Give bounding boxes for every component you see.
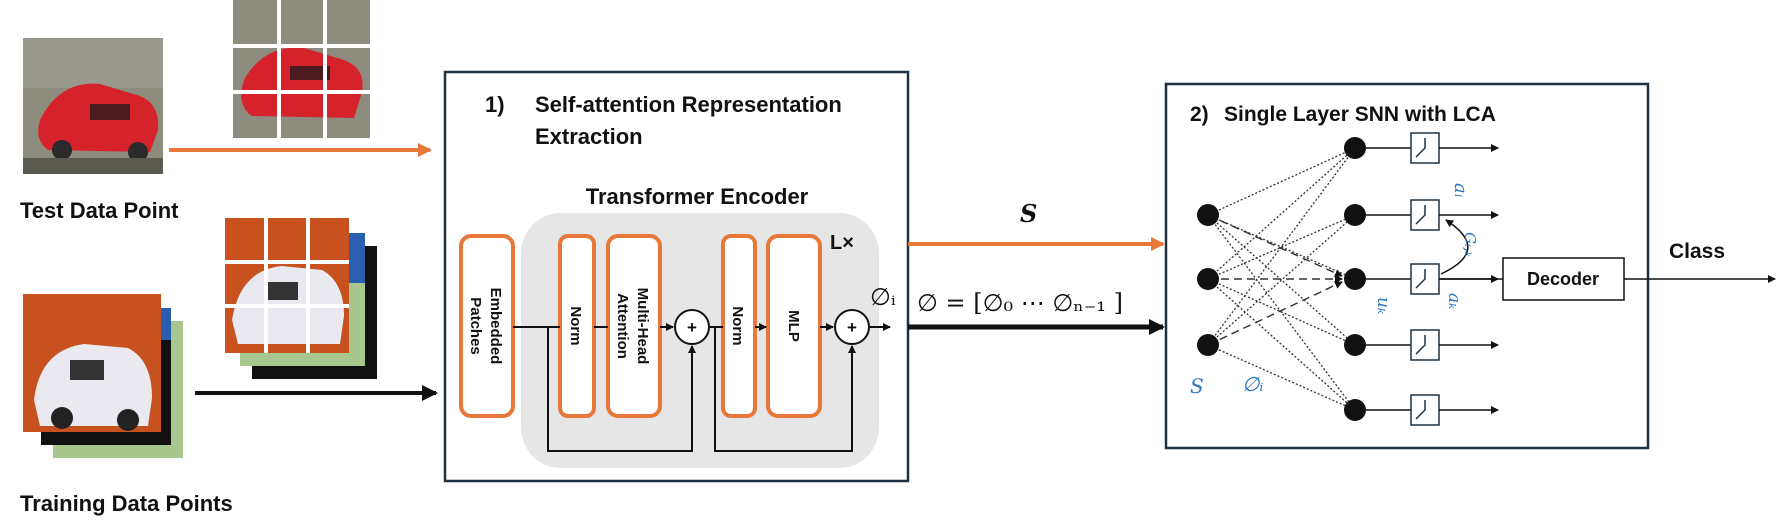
input-neuron [1197, 334, 1219, 356]
snn-s-label: S [1190, 374, 1204, 398]
encoder-title: Transformer Encoder [586, 184, 809, 209]
repeat-label: L× [830, 232, 854, 254]
test-image [23, 38, 163, 174]
class-label: Class [1669, 240, 1725, 263]
lca-neuron-2 [1344, 199, 1499, 231]
training-image-patches [225, 218, 377, 379]
mha-line2: Attention [614, 293, 631, 359]
lca-neuron-1 [1344, 132, 1499, 164]
training-images-stack [23, 294, 183, 458]
add2-plus: + [847, 318, 857, 337]
norm2-label: Norm [729, 306, 746, 345]
g-ik-label: Gᵢ,ₖ [1461, 232, 1479, 258]
mha-line1: Multi-Head [634, 288, 651, 365]
dotted-connections [1207, 147, 1356, 411]
section1-title-line1: Self-attention Representation [535, 92, 842, 117]
input-neuron [1197, 204, 1219, 226]
test-image-patches [233, 0, 370, 138]
embedded-patches-line2: Patches [467, 297, 484, 355]
norm1-label: Norm [567, 306, 584, 345]
decoder-block [1502, 257, 1625, 301]
s-label: S [1020, 199, 1037, 228]
a-k-label: aₖ [1444, 293, 1464, 309]
lca-neuron-4 [1344, 329, 1499, 361]
training-data-label: Training Data Points [20, 491, 233, 516]
section2-number: 2) [1190, 103, 1209, 126]
encoder-flow [513, 323, 891, 452]
decoder-label: Decoder [1527, 269, 1599, 289]
add1-plus: + [687, 318, 697, 337]
phi-i-label: ∅ᵢ [870, 283, 896, 311]
section1-title-line2: Extraction [535, 124, 643, 149]
input-neuron [1197, 268, 1219, 290]
dashed-connections [1207, 214, 1343, 346]
section2-title: Single Layer SNN with LCA [1224, 103, 1496, 126]
snn-phi-label: ∅ᵢ [1242, 372, 1263, 396]
phi-vector: ∅ = [∅₀ ⋯ ∅ₙ₋₁ ] [917, 289, 1123, 317]
u-k-label: uₖ [1373, 297, 1393, 314]
embedded-patches-line1: Embedded [487, 288, 504, 365]
mlp-label: MLP [785, 310, 802, 342]
section1-number: 1) [485, 92, 505, 117]
a-i-label: aᵢ [1450, 183, 1471, 198]
inhibition-arrow [1440, 219, 1469, 275]
lca-neuron-5 [1344, 394, 1499, 426]
test-data-label: Test Data Point [20, 198, 179, 223]
